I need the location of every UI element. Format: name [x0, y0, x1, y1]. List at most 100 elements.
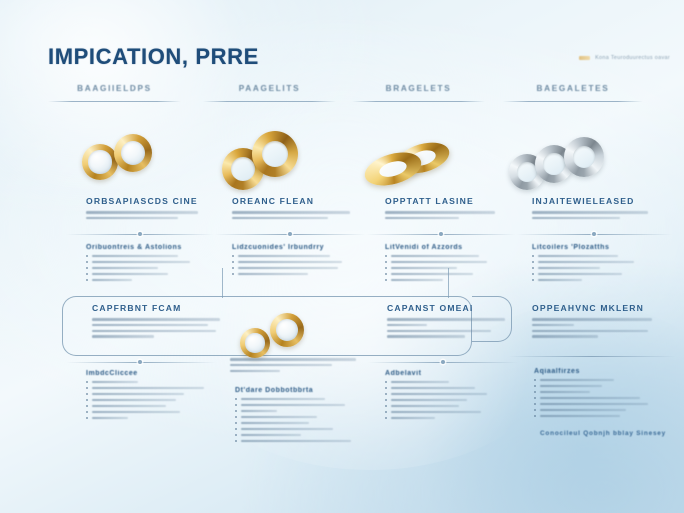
list-item — [86, 278, 206, 282]
top-bullets-1[interactable]: Oribuontreis & Astolions — [86, 244, 206, 285]
footnote: Conocileul Qobnjh bblay Sinesey — [540, 430, 667, 437]
top-block-4-title: INJAITEWIELEASED — [532, 196, 635, 206]
product-photo-interlocking-gold-rings[interactable] — [218, 128, 322, 190]
bottom-card-1-title: CAPFRBNT FCAM — [92, 303, 182, 313]
list-item — [532, 266, 656, 270]
stud-icon-left — [82, 144, 118, 180]
list-item — [385, 392, 507, 396]
product-photo-gold-band-pair[interactable] — [360, 137, 470, 194]
bottom-connector-rail-4 — [508, 356, 676, 357]
center-stone-right — [276, 319, 298, 341]
list-item — [86, 386, 208, 390]
list-item — [385, 381, 507, 384]
bottom-bullets-3-subtitle: Adbelavit — [385, 370, 422, 377]
bottom-bullets-2-subtitle: Dt'dare Dobbotbbrta — [235, 387, 314, 394]
column-header-4-rule — [503, 101, 643, 102]
list-item — [534, 384, 662, 388]
list-item — [532, 260, 656, 264]
top-block-2[interactable]: OREANC FLEAN — [232, 196, 360, 223]
bottom-bullets-3[interactable]: Adbelavit — [385, 370, 507, 423]
list-item — [532, 272, 656, 276]
top-bullets-4-subtitle: Litcoilers 'Plozatths — [532, 244, 610, 251]
product-photo-gold-pearl-stud-pair[interactable] — [76, 128, 180, 190]
product-photo-silver-ring-trio[interactable] — [508, 136, 620, 194]
list-item — [235, 439, 361, 443]
list-item — [232, 260, 356, 264]
list-item — [86, 392, 208, 396]
bottom-bullets-4[interactable]: Aqiaalfirzes — [534, 368, 662, 421]
column-header-row: BAAGIIELDPS PAAGELITS BRAGELETS BAEGALET… — [0, 84, 684, 114]
bottom-bullets-4-list — [534, 379, 662, 418]
connector-node-2 — [288, 232, 292, 236]
top-block-1-title: ORBSAPIASCDS CINE — [86, 196, 198, 206]
list-item — [232, 255, 356, 258]
list-item — [235, 415, 361, 419]
top-block-2-paragraph — [232, 211, 360, 220]
list-item — [534, 390, 662, 394]
top-bullets-2-list — [232, 255, 356, 276]
bracket-frame-left — [62, 296, 222, 356]
list-item — [385, 260, 505, 264]
top-block-3-title: OPPTATT LASINE — [385, 196, 474, 206]
list-item — [235, 433, 361, 437]
bottom-connector-node-1 — [138, 360, 142, 364]
stud-icon-right — [114, 134, 152, 172]
list-item — [86, 255, 206, 258]
page-title: IMPICATION, PRRE — [48, 44, 259, 69]
center-stone-left — [245, 333, 265, 353]
bottom-card-2-paragraph-wrap — [230, 358, 362, 375]
column-header-3[interactable]: BRAGELETS — [352, 84, 485, 102]
list-item — [86, 266, 206, 270]
column-header-3-rule — [352, 101, 485, 102]
list-item — [235, 421, 361, 425]
bracket-frame-right — [472, 296, 512, 342]
bottom-card-3-paragraph — [387, 318, 517, 338]
top-block-1[interactable]: ORBSAPIASCDS CINE — [86, 196, 214, 223]
list-item — [385, 416, 507, 420]
list-item — [86, 381, 208, 384]
list-item — [235, 398, 361, 401]
list-item — [385, 404, 507, 408]
bottom-bullets-1[interactable]: ImbdcCliccee — [86, 370, 208, 423]
top-block-3[interactable]: OPPTATT LASINE — [385, 196, 513, 223]
bottom-card-4[interactable]: OPPEAHVNC MKLERN — [532, 303, 664, 341]
bottom-card-4-paragraph — [532, 318, 664, 338]
list-item — [385, 410, 507, 414]
column-header-2[interactable]: PAAGELITS — [203, 84, 336, 102]
top-bullets-2[interactable]: Lidzcuonides' Irbundrry — [232, 244, 356, 279]
column-header-1[interactable]: BAAGIIELDPS — [48, 84, 181, 102]
top-bullets-3[interactable]: LitVenidi of Azzords — [385, 244, 505, 285]
list-item — [385, 398, 507, 402]
list-item — [86, 410, 208, 414]
bottom-connector-node-3 — [441, 360, 445, 364]
top-block-4-paragraph — [532, 211, 664, 220]
connector-node-3 — [439, 232, 443, 236]
top-block-4[interactable]: INJAITEWIELEASED — [532, 196, 664, 223]
top-block-1-paragraph — [86, 211, 214, 220]
product-photo-center-gold-stud-pair[interactable] — [236, 310, 336, 360]
bottom-bullets-3-list — [385, 381, 507, 420]
list-item — [235, 403, 361, 407]
legend-label: Kona Teuroduurectus oavar — [595, 55, 670, 61]
list-item — [235, 409, 361, 413]
list-item — [532, 278, 656, 282]
list-item — [385, 278, 505, 282]
bottom-card-1[interactable]: CAPFRBNT FCAM — [92, 303, 222, 341]
list-item — [534, 414, 662, 418]
bracket-frame-middle — [222, 296, 472, 356]
bottom-bullets-2[interactable]: Dt'dare Dobbotbbrta — [235, 387, 361, 446]
top-bullets-2-subtitle: Lidzcuonides' Irbundrry — [232, 244, 325, 251]
top-block-2-title: OREANC FLEAN — [232, 196, 315, 206]
bottom-card-3[interactable]: CAPANST OMEAI — [387, 303, 517, 341]
top-bullets-4-list — [532, 255, 656, 282]
column-header-2-rule — [203, 101, 336, 102]
center-stud-icon-right — [270, 313, 304, 347]
bottom-bullets-1-subtitle: ImbdcCliccee — [86, 370, 138, 377]
top-bullets-4[interactable]: Litcoilers 'Plozatths — [532, 244, 656, 285]
bottom-card-1-paragraph — [92, 318, 222, 338]
bottom-card-2-paragraph — [230, 358, 362, 373]
bottom-bullets-1-list — [86, 381, 208, 420]
connector-node-4 — [592, 232, 596, 236]
column-header-4[interactable]: BAEGALETES — [503, 84, 643, 102]
bottom-card-3-title: CAPANST OMEAI — [387, 303, 474, 313]
